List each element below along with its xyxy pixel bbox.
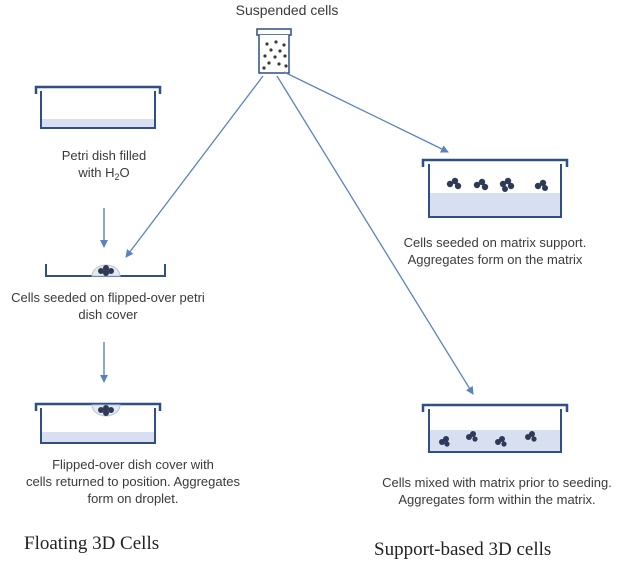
step3-caption: Flipped-over dish cover with cells retur… [0, 456, 266, 507]
step2-caption: Cells seeded on flipped-over petri dish … [0, 289, 216, 323]
step3-line2: cells returned to position. Aggregates [26, 474, 240, 489]
floating-heading: Floating 3D Cells [24, 533, 160, 554]
cell-cluster-cover [98, 265, 114, 276]
step1-line2: with H2O [78, 165, 130, 182]
matrix-mixed-caption: Cells mixed with matrix prior to seeding… [354, 474, 640, 508]
arrow-to-matrix-support [283, 71, 449, 153]
cell-cluster-droplet [98, 405, 114, 416]
step2-line2: dish cover [78, 307, 138, 322]
suspended-cells-label: Suspended cells [235, 2, 339, 18]
step1-caption: Petri dish filled with H2O [10, 147, 198, 182]
matrix-mixed-line2: Aggregates form within the matrix. [398, 492, 596, 507]
dish-matrix-support [421, 158, 569, 218]
suspended-cells-vial [256, 28, 292, 74]
arrow-to-matrix-mixed [276, 75, 474, 395]
arrow-to-flipped-cover [125, 75, 264, 258]
flipped-dish-cover [45, 264, 166, 277]
step2-line1: Cells seeded on flipped-over petri [11, 290, 205, 305]
vial-cells [262, 40, 288, 70]
petri-dish-droplet [34, 402, 162, 444]
dish-matrix-mixed [421, 403, 569, 453]
step3-line3: form on droplet. [87, 491, 179, 506]
step3-line1: Flipped-over dish cover with [52, 457, 214, 472]
petri-dish-water [34, 85, 162, 129]
step1-line1: Petri dish filled [61, 148, 147, 163]
matrix-mixed-line1: Cells mixed with matrix prior to seeding… [382, 475, 612, 490]
cells-on-matrix [446, 177, 548, 192]
cells-in-matrix [439, 431, 537, 447]
matrix-support-line2: Aggregates form on the matrix [407, 252, 583, 267]
matrix-support-caption: Cells seeded on matrix support. Aggregat… [384, 234, 606, 268]
support-heading: Support-based 3D cells [374, 539, 552, 560]
matrix-support-line1: Cells seeded on matrix support. [403, 235, 587, 250]
